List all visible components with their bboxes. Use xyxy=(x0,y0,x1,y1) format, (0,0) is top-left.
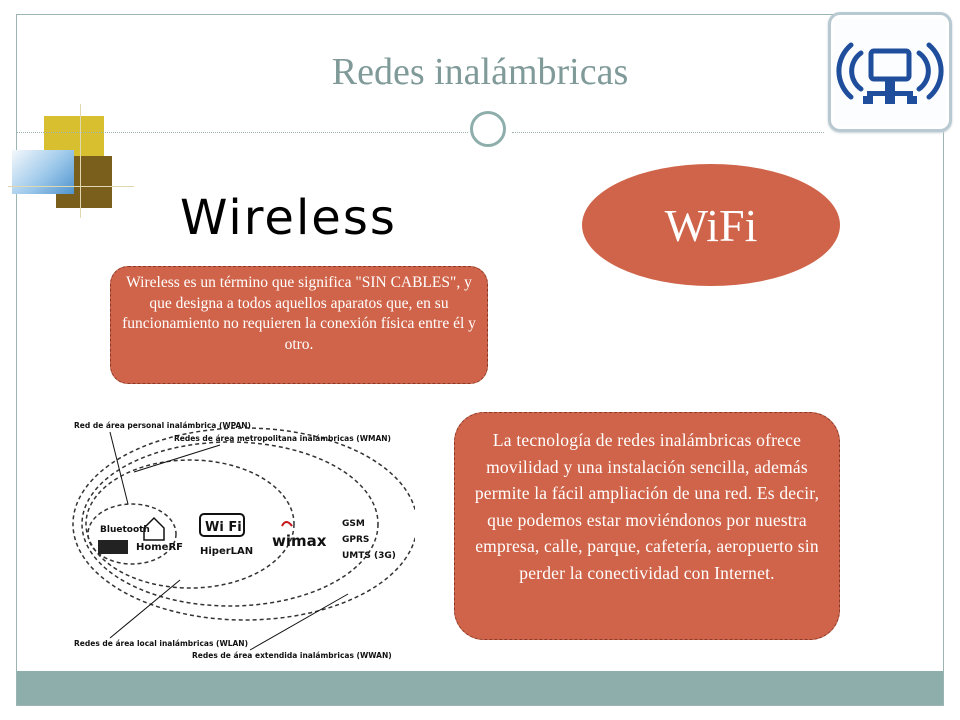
wimax-logo: wimax xyxy=(272,532,327,550)
wifi-logo-box xyxy=(199,513,245,537)
wireless-network-icon xyxy=(828,12,952,132)
device-icon xyxy=(98,540,128,554)
technology-description-box: La tecnología de redes inalámbricas ofre… xyxy=(454,412,840,640)
wireless-definition-box: Wireless es un término que significa "SI… xyxy=(110,266,488,384)
gsm-label: GSM xyxy=(342,519,365,529)
title-rule-right xyxy=(512,132,824,133)
wwan-label: Redes de área extendida inalámbricas (WW… xyxy=(192,651,392,660)
homerf-house-icon xyxy=(143,516,165,541)
wireless-network-icon-graphic xyxy=(836,42,944,104)
title-rule-left xyxy=(16,132,468,133)
wifi-ellipse: WiFi xyxy=(582,164,840,286)
wpan-label: Red de área personal inalámbrica (WPAN) xyxy=(74,421,251,430)
slide-frame xyxy=(16,14,944,706)
wireless-heading: Wireless xyxy=(180,190,397,246)
wifi-logo: Wi Fi xyxy=(205,520,242,535)
wlan-ellipse xyxy=(85,459,295,589)
hiperlan-logo: HiperLAN xyxy=(200,546,253,557)
decor-vertical-line xyxy=(80,104,81,218)
decor-horizontal-line xyxy=(8,186,134,187)
network-types-diagram: Red de área personal inalámbrica (WPAN) … xyxy=(70,410,418,668)
bluetooth-logo: Bluetooth xyxy=(100,525,150,535)
slide-footer-bar xyxy=(17,671,943,705)
wlan-label: Redes de área local inalámbricas (WLAN) xyxy=(74,639,248,648)
slide-title: Redes inalámbricas xyxy=(331,51,629,93)
wman-ellipse xyxy=(81,441,379,607)
wimax-signal-icon xyxy=(281,521,293,527)
umts-label: UMTS (3G) xyxy=(342,551,396,561)
circle-ornament-icon xyxy=(470,111,506,147)
homerf-logo: HomeRF xyxy=(136,542,183,553)
decor-square-blue xyxy=(12,150,74,194)
wman-label: Redes de área metropolitana inalámbricas… xyxy=(174,434,391,443)
gprs-label: GPRS xyxy=(342,535,369,545)
wpan-ellipse xyxy=(87,503,177,565)
wifi-label: WiFi xyxy=(664,199,758,251)
